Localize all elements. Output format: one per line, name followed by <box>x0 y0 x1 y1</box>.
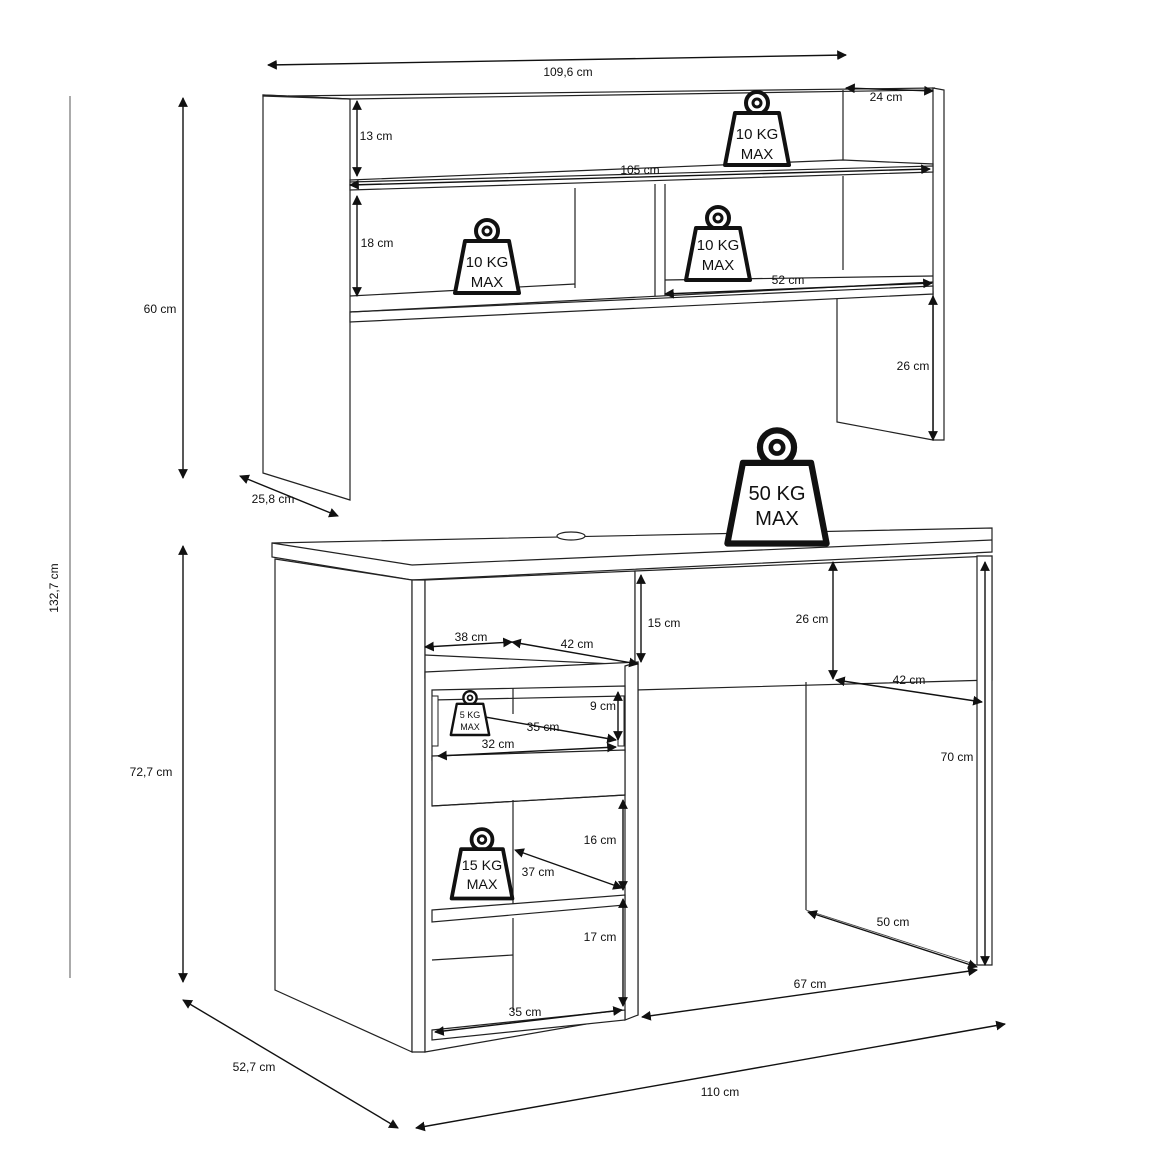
desk-top-edge-b <box>411 539 993 566</box>
dim-knee-width <box>641 966 978 1021</box>
label-hutch-width: 109,6 cm <box>543 65 592 79</box>
label-drawer-front: 15 cm <box>648 616 681 630</box>
dim-drawer-inner-width <box>437 742 617 761</box>
label-hutch-mid-gap: 18 cm <box>361 236 394 250</box>
desk <box>271 527 993 1053</box>
label-total-height: 132,7 cm <box>47 563 61 612</box>
weight-desk-line2: MAX <box>755 508 799 530</box>
label-hutch-half-width: 52 cm <box>772 273 805 287</box>
dimension-labels: 109,6 cm 24 cm 13 cm 105 cm 18 cm 52 cm … <box>47 65 973 1099</box>
desk-left-side <box>274 558 413 1053</box>
weight-drawer-line1: 5 KG <box>460 710 481 720</box>
dim-hutch-side-depth <box>239 474 339 518</box>
weight-icon: 5 KG MAX <box>449 690 491 737</box>
label-desk-width: 110 cm <box>701 1085 739 1099</box>
cabinet-right-edge <box>624 661 639 1021</box>
label-shelf1-depth: 37 cm <box>522 865 555 879</box>
weight-icon: 50 KG MAX <box>727 430 826 543</box>
dim-shelf2-depth <box>434 1006 623 1036</box>
hutch <box>262 87 945 501</box>
dim-drawer-inner-depth <box>467 710 617 744</box>
weight-icon: 10 KG MAX <box>684 205 752 282</box>
label-drawer-inner-depth: 35 cm <box>527 720 560 734</box>
shelf-back-line <box>431 954 514 961</box>
label-knee-depth-top: 42 cm <box>893 673 926 687</box>
weight-hutch-right-line2: MAX <box>702 257 735 274</box>
label-knee-depth-bottom: 50 cm <box>877 915 910 929</box>
label-drawer-inner-width: 32 cm <box>482 737 515 751</box>
label-hutch-height: 60 cm <box>144 302 177 316</box>
hutch-right-side <box>932 87 945 441</box>
label-hutch-leg: 26 cm <box>897 359 930 373</box>
weight-hutch-top-line1: 10 KG <box>736 126 779 143</box>
dim-hutch-depth <box>845 83 934 96</box>
dim-knee-depth-top <box>835 676 983 706</box>
weight-hutch-right-line1: 10 KG <box>697 237 740 254</box>
dimension-lines <box>69 50 1006 1132</box>
label-desk-height: 72,7 cm <box>130 765 173 779</box>
label-shelf2-height: 17 cm <box>584 930 617 944</box>
dim-shelf1-depth <box>514 848 623 890</box>
cable-grommet <box>556 531 586 541</box>
label-drawer-depth: 42 cm <box>561 637 594 651</box>
weight-icon: 10 KG MAX <box>723 90 791 167</box>
dim-knee-depth-bottom <box>807 910 978 969</box>
dim-drawer-width <box>424 637 513 652</box>
label-shelf1-height: 16 cm <box>584 833 617 847</box>
label-drawer-inner-height: 9 cm <box>590 699 616 713</box>
desk-front-left-edge <box>411 579 426 1053</box>
hutch-left-side <box>262 94 351 501</box>
dim-desk-depth <box>182 999 399 1129</box>
hutch-top-line <box>287 87 936 97</box>
label-drawer-width: 38 cm <box>455 630 488 644</box>
label-hutch-depth: 24 cm <box>870 90 903 104</box>
dim-hutch-width <box>267 50 847 70</box>
hutch-top-front <box>349 89 936 100</box>
desk-top-edge-a <box>271 542 413 566</box>
shelf-line-1 <box>431 794 626 807</box>
label-knee-top: 26 cm <box>796 612 829 626</box>
label-knee-width: 67 cm <box>794 977 827 991</box>
label-desk-depth: 52,7 cm <box>233 1060 276 1074</box>
drawer-side-right <box>617 695 625 747</box>
label-hutch-inner-width: 105 cm <box>620 163 659 177</box>
weight-hutch-top-line2: MAX <box>741 146 774 163</box>
label-hutch-side-depth: 25,8 cm <box>252 492 295 506</box>
weight-hutch-left-line2: MAX <box>471 274 504 291</box>
dim-drawer-depth <box>511 638 639 668</box>
label-shelf2-depth: 35 cm <box>509 1005 542 1019</box>
dim-desk-width <box>415 1020 1006 1132</box>
weight-icon: 15 KG MAX <box>449 827 515 901</box>
drawer-front-upper <box>424 570 636 679</box>
dim-hutch-inner-width <box>349 164 931 190</box>
weight-icon: 10 KG MAX <box>453 218 521 295</box>
dim-hutch-half-width <box>664 278 933 299</box>
weight-desk-line1: 50 KG <box>748 483 805 505</box>
label-leg-height: 70 cm <box>941 750 974 764</box>
weight-shelf-line2: MAX <box>467 877 498 893</box>
weight-shelf-line1: 15 KG <box>462 858 502 874</box>
weight-hutch-left-line1: 10 KG <box>466 254 509 271</box>
drawer-side-left <box>431 695 439 747</box>
weight-drawer-line2: MAX <box>460 722 480 732</box>
label-hutch-top-gap: 13 cm <box>360 129 393 143</box>
